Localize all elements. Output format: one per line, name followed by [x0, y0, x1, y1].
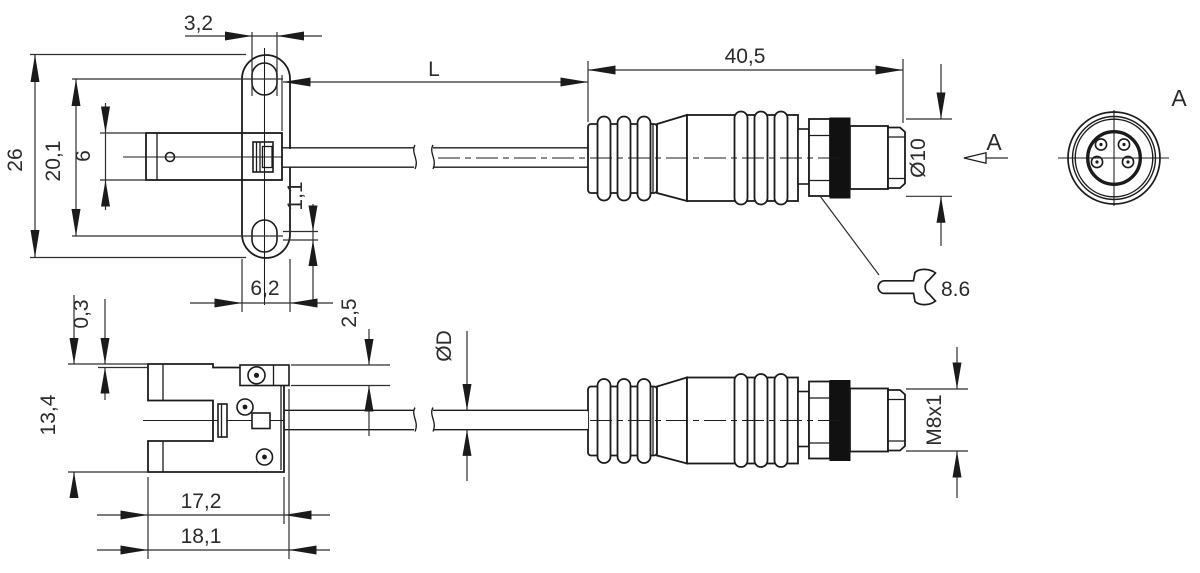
cable-fill	[434, 411, 588, 429]
pin-center	[1099, 142, 1103, 147]
screw-center	[242, 404, 248, 410]
pin-center	[1122, 142, 1126, 147]
view-a-face-label: A	[1171, 85, 1187, 111]
cable-fill	[285, 411, 414, 429]
cable-fill	[283, 149, 414, 167]
dim-slot-width: 3,2	[184, 12, 213, 35]
dim-cable-diameter: ØD	[433, 330, 456, 362]
thread-section	[849, 125, 889, 190]
cable-break-mark	[413, 407, 417, 432]
connector-tip	[887, 126, 906, 189]
front-view	[123, 48, 588, 305]
dim-wrench-size: 8.6	[941, 278, 970, 301]
screw-center	[253, 372, 260, 378]
cable-break-mark	[431, 144, 435, 170]
dim-slot-straight: 1,1	[284, 181, 307, 210]
dim-thread-spec: M8x1	[923, 394, 946, 445]
dim-overall-height: 26	[4, 148, 27, 171]
dim-hole-spacing: 20,1	[42, 141, 65, 182]
dim-face-step: 0,3	[70, 299, 93, 328]
dim-body-width: 17,2	[181, 490, 222, 513]
dim-side-height: 13,4	[37, 394, 60, 435]
cable-fill	[434, 149, 588, 167]
connector-face-view: A	[1058, 85, 1187, 206]
emitter-block	[251, 412, 271, 430]
view-a-direction-label: A	[986, 129, 1002, 155]
cable-break-mark	[431, 407, 435, 432]
dimensions-front: 3,2 26 20,1 6 1,1 6,2 L	[4, 12, 588, 312]
side-view	[143, 363, 588, 473]
pin-center	[1095, 160, 1099, 164]
dim-cable-length: L	[428, 58, 440, 81]
dim-bracket-width: 6,2	[250, 277, 279, 300]
wrench-leader-line	[819, 195, 880, 276]
view-direction-arrow	[963, 151, 987, 165]
dim-connector-diameter: Ø10	[907, 138, 930, 178]
lens-element	[217, 403, 228, 438]
dimensions-connector-top: 40,5 Ø10 A 8.6	[587, 45, 1008, 306]
dim-connector-length: 40,5	[725, 45, 766, 68]
wrench-icon	[877, 268, 937, 306]
dim-total-width: 18,1	[181, 525, 222, 548]
neck	[797, 128, 810, 185]
cable-break-mark	[413, 144, 417, 170]
dim-body-thickness: 6	[72, 150, 95, 162]
pin-center	[1126, 160, 1130, 164]
dimensions-side: 0,3 13,4 2,5 ØD 17,2 18,1 M8x1	[37, 295, 968, 559]
dim-clamp-height: 2,5	[338, 298, 361, 327]
screw-center	[262, 454, 267, 460]
